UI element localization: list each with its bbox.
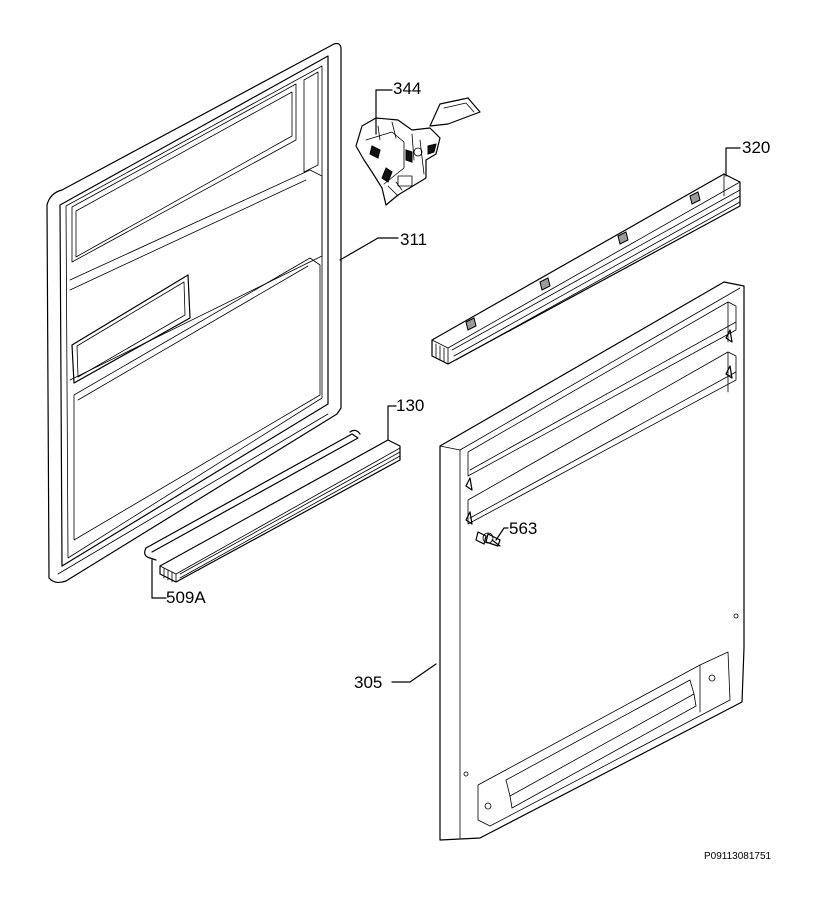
drawing-reference-code: P09113081751: [704, 851, 772, 862]
part-130-bottom-seal: [159, 411, 401, 583]
label-130: 130: [396, 396, 425, 415]
label-563: 563: [509, 519, 538, 538]
part-305-outer-door: [439, 281, 745, 841]
part-320-trim-strip: [431, 173, 741, 365]
leader-lines: [151, 89, 741, 683]
label-320: 320: [742, 138, 771, 157]
label-509a: 509A: [166, 588, 206, 607]
part-509a-wire: [144, 429, 361, 561]
part-344-door-lock: [355, 97, 481, 206]
label-305: 305: [354, 673, 383, 692]
part-563-screw: [482, 532, 501, 547]
label-344: 344: [393, 79, 422, 98]
label-311: 311: [400, 230, 428, 249]
part-311-inner-door: [46, 42, 342, 584]
